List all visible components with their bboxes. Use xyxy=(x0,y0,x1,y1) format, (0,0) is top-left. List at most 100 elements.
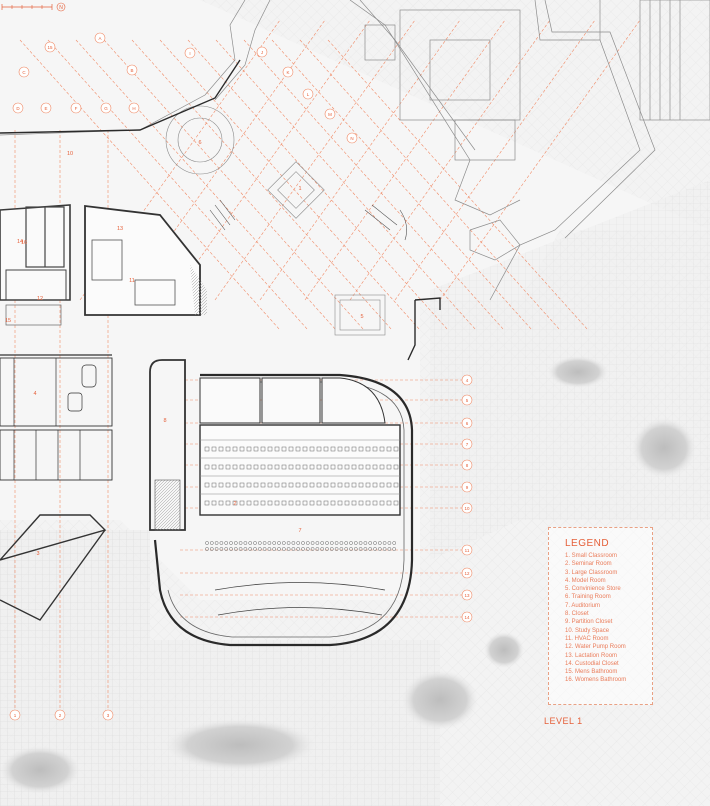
grid-label: 4 xyxy=(466,378,469,383)
seat xyxy=(253,446,259,452)
seat xyxy=(277,547,281,551)
grid-bubble xyxy=(461,544,473,556)
seat xyxy=(224,541,229,545)
seat xyxy=(239,464,245,470)
grid-label: D xyxy=(16,106,20,111)
seat xyxy=(323,500,329,506)
grid-bubble xyxy=(184,47,196,59)
seat xyxy=(281,482,287,488)
seat xyxy=(377,547,382,551)
seat xyxy=(339,547,344,551)
seat xyxy=(309,500,315,506)
seat xyxy=(260,500,266,506)
seat xyxy=(274,500,280,506)
seat xyxy=(267,500,273,506)
seat xyxy=(393,446,399,452)
seat xyxy=(329,547,334,551)
room-number: 3 xyxy=(36,551,39,557)
seat xyxy=(329,541,334,545)
seat xyxy=(281,500,287,506)
grid-bubble xyxy=(461,374,473,386)
seat xyxy=(253,482,259,488)
seat xyxy=(225,482,231,488)
gridline xyxy=(169,19,371,301)
seat xyxy=(353,541,358,545)
seat xyxy=(372,500,378,506)
seat xyxy=(211,464,217,470)
seat xyxy=(320,541,325,545)
seat xyxy=(219,541,224,545)
seat xyxy=(211,446,217,452)
seat xyxy=(358,446,364,452)
trees xyxy=(0,356,696,794)
seat xyxy=(267,464,273,470)
seat xyxy=(365,464,371,470)
grid-label: 14 xyxy=(464,615,470,620)
grid-label: 8 xyxy=(466,463,469,468)
seat xyxy=(323,464,329,470)
seat xyxy=(232,446,238,452)
seat xyxy=(302,446,308,452)
seat xyxy=(323,482,329,488)
seat xyxy=(334,547,339,551)
seat xyxy=(330,446,336,452)
grid-label: B xyxy=(130,68,133,73)
grid-label: 12 xyxy=(464,571,470,576)
seat xyxy=(323,446,329,452)
legend-item: 13. Lactation Room xyxy=(565,652,618,659)
building-walls xyxy=(0,59,441,361)
seat xyxy=(330,464,336,470)
room-number: 8 xyxy=(163,418,166,424)
room-number: 10 xyxy=(67,151,73,157)
grid-bubble xyxy=(40,102,52,114)
seat xyxy=(262,541,267,545)
seat xyxy=(382,547,387,551)
room-number: 16 xyxy=(21,240,27,246)
seat xyxy=(260,482,266,488)
seat xyxy=(295,482,301,488)
grid-bubble xyxy=(44,41,56,53)
legend-item: 9. Partition Closet xyxy=(565,619,613,626)
seat xyxy=(239,500,245,506)
west-rooms xyxy=(0,354,113,621)
legend-item: 7. Auditorium xyxy=(565,602,601,609)
seat xyxy=(288,464,294,470)
seat xyxy=(209,541,214,545)
seat xyxy=(225,464,231,470)
seat xyxy=(373,547,377,551)
seat xyxy=(337,482,343,488)
grid-bubble xyxy=(126,64,138,76)
seat xyxy=(358,547,363,551)
seat xyxy=(316,500,322,506)
room-number: 5 xyxy=(360,314,363,320)
room-number: 2 xyxy=(233,501,236,507)
grid-bubble xyxy=(461,481,473,493)
grid-bubble xyxy=(461,502,473,514)
seat xyxy=(253,464,259,470)
seat xyxy=(358,482,364,488)
seat xyxy=(315,547,320,551)
seat xyxy=(337,464,343,470)
seat xyxy=(253,500,259,506)
seat xyxy=(351,464,357,470)
seat xyxy=(351,446,357,452)
grid-label: J xyxy=(261,50,263,55)
grid-label: 5 xyxy=(466,398,469,403)
seat xyxy=(225,500,231,506)
seat xyxy=(372,482,378,488)
seat xyxy=(267,446,273,452)
grid-bubble xyxy=(102,709,114,721)
legend-item: 3. Large Classroom xyxy=(565,569,618,576)
auditorium-plan xyxy=(149,359,414,647)
seat xyxy=(337,446,343,452)
grid-label: 10 xyxy=(464,506,470,511)
grid-bubble xyxy=(9,709,21,721)
seat xyxy=(309,446,315,452)
seat xyxy=(334,541,339,545)
seat xyxy=(386,464,392,470)
seat xyxy=(344,547,349,551)
seat xyxy=(337,500,343,506)
legend-item: 15. Mens Bathroom xyxy=(565,669,618,676)
grid-label: K xyxy=(286,70,289,75)
